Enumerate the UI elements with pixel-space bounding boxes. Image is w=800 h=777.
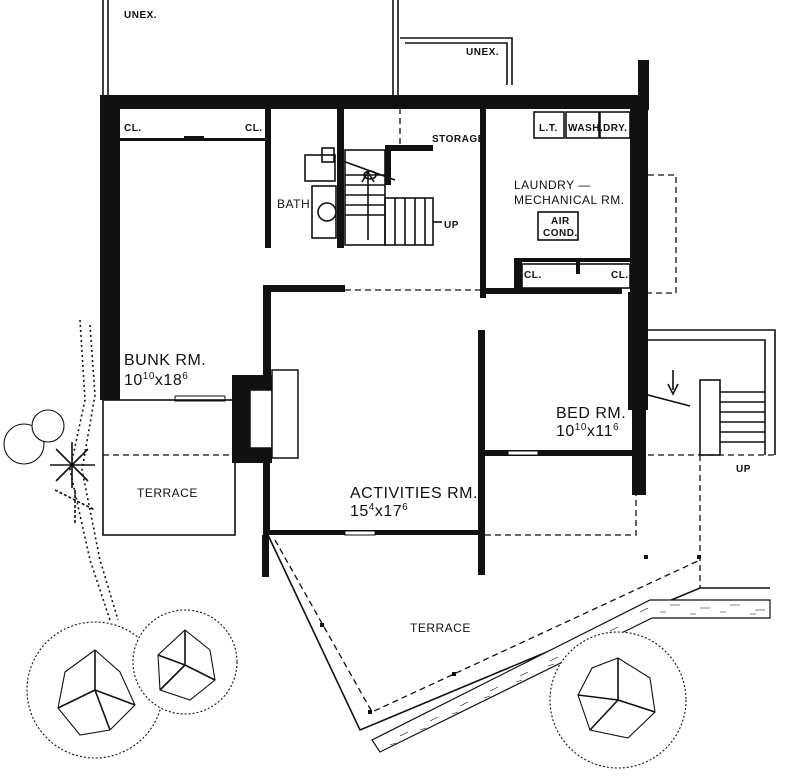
exterior-dashed-right [648,174,677,294]
label-laundry-line1: LAUNDRY — [514,178,591,192]
label-bunk-dim: 1010x186 [124,371,188,389]
label-terrace-bottom: TERRACE [410,621,471,635]
label-bed-dim: 1010x116 [556,422,619,440]
shrub-bottom-right [549,631,687,769]
interior-stair [339,149,442,246]
label-terrace-left: TERRACE [137,486,198,500]
label-laundry-line2: MECHANICAL RM. [514,193,625,207]
label-bed-rm: BED RM. [556,405,626,422]
exterior-walls [100,60,649,495]
label-closet-3: CL. [524,270,542,281]
label-unex-top-right: UNEX. [466,47,499,58]
label-laundry-tub: L.T. [539,123,558,134]
label-dryer: DRY. [603,123,627,134]
fireplace [232,369,299,463]
label-unex-top-left: UNEX. [124,10,157,21]
room-labels: UNEX. UNEX. STORAGE CL. CL. CL. CL. BATH… [124,10,751,635]
laundry-appliances [521,111,631,289]
label-bunk-rm: BUNK RM. [124,352,206,369]
bath-fixtures [304,147,337,239]
label-air-cond-line1: AIR [551,216,570,227]
unexcavated-outlines [102,0,513,95]
exterior-stair [647,329,776,588]
label-washer: WASH. [568,123,603,134]
windows [174,395,539,536]
label-activities-dim: 154x176 [350,502,408,520]
storage-area [345,108,480,291]
shrubs-bottom-left [26,609,238,759]
label-closet-1: CL. [124,123,142,134]
plantings-left [3,319,119,621]
terrace-left [102,399,236,536]
stone-border [371,599,771,753]
label-exterior-stair-up: UP [736,464,751,475]
label-closet-2: CL. [245,123,263,134]
label-activities-rm: ACTIVITIES RM. [350,485,478,502]
label-bath: BATH [277,197,310,211]
label-air-cond-line2: COND. [543,228,578,239]
terrace-bottom [267,495,770,732]
label-storage: STORAGE [432,134,485,145]
label-stair-up: UP [444,220,459,231]
label-closet-4: CL. [611,270,629,281]
